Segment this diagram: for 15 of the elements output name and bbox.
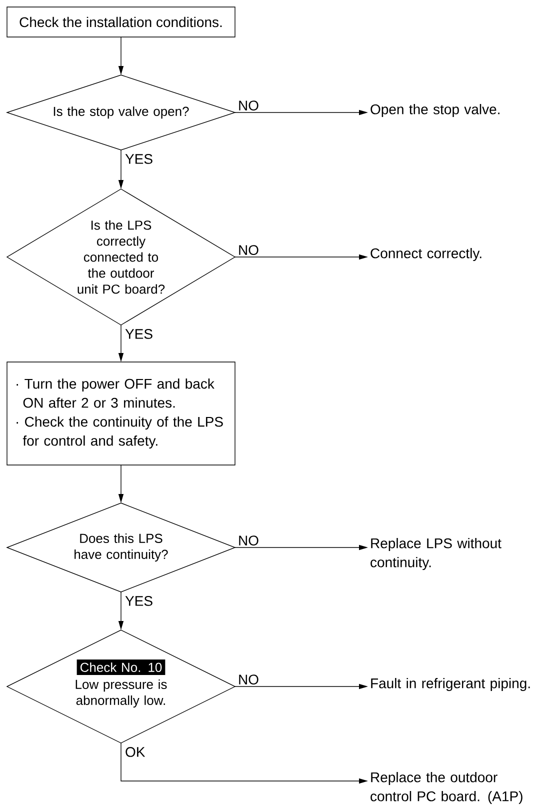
process-box: Check the installation conditions. xyxy=(6,6,236,38)
process-box: · Turn the power OFF and back ON after 2 or 3 minutes. · Check the continuity of the LPS for control and safety. xyxy=(6,362,236,466)
edge-label: NO xyxy=(237,100,260,112)
edge-label: OK xyxy=(124,746,146,758)
edge-label: YES xyxy=(124,595,154,607)
edge-label: NO xyxy=(237,534,260,546)
result-text: Replace the outdoor control PC board. (A1P) xyxy=(370,772,522,804)
result-text: Open the stop valve. xyxy=(370,104,500,118)
result-text: Fault in refrigerant piping. xyxy=(371,678,530,692)
result-text: Connect correctly. xyxy=(370,248,482,262)
edge-label: YES xyxy=(124,153,154,165)
edge-label: NO xyxy=(237,674,260,686)
edge-label: NO xyxy=(237,244,260,256)
result-text: Replace LPS without continuity. xyxy=(370,538,502,570)
edge-label: YES xyxy=(124,328,154,340)
